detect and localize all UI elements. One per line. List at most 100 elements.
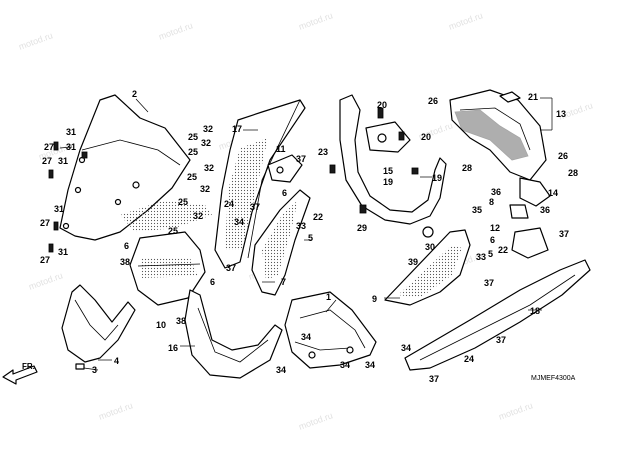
callout-number: 37 (296, 154, 306, 164)
callout-number: 7 (281, 277, 286, 287)
callout-number: 30 (425, 242, 435, 252)
front-direction-arrow: FR. (2, 362, 38, 385)
callout-number: 32 (193, 211, 203, 221)
callout-number: 25 (188, 147, 198, 157)
watermark-text: motod.ru (17, 30, 54, 52)
watermark-text: motod.ru (497, 400, 534, 422)
callout-number: 19 (383, 177, 393, 187)
callout-number: 9 (372, 294, 377, 304)
callout-number: 6 (124, 241, 129, 251)
leader-lines (59, 97, 553, 371)
inner-cowl-part (449, 89, 551, 259)
callout-number: 27 (42, 156, 52, 166)
callout-number: 11 (276, 144, 286, 154)
callout-number: 34 (234, 217, 244, 227)
callout-number: 5 (488, 249, 493, 259)
callout-number: 36 (491, 187, 501, 197)
callout-number: 34 (301, 332, 311, 342)
callout-number: 27 (40, 218, 50, 228)
lower-center-cowl-part (184, 289, 283, 379)
callout-number: 31 (54, 204, 64, 214)
callout-number: 23 (318, 147, 328, 157)
callout-number: 25 (187, 172, 197, 182)
callout-number: 34 (401, 343, 411, 353)
callout-number: 37 (226, 263, 236, 273)
callout-number: 32 (203, 124, 213, 134)
callout-number: 5 (308, 233, 313, 243)
callout-numbers: 2 31 27 31 27 31 31 27 31 27 17 11 37 32… (40, 89, 578, 384)
callout-number: 25 (168, 226, 178, 236)
callout-number: 6 (490, 235, 495, 245)
callout-number: 24 (464, 354, 474, 364)
callout-number: 17 (232, 124, 242, 134)
lower-side-cowl-part (384, 229, 471, 306)
callout-number: 31 (66, 127, 76, 137)
callout-number: 33 (296, 221, 306, 231)
callout-number: 14 (548, 188, 558, 198)
watermark-text: motod.ru (297, 10, 334, 32)
callout-number: 34 (276, 365, 286, 375)
callout-number: 12 (490, 223, 500, 233)
callout-number: 35 (472, 205, 482, 215)
callout-number: 29 (357, 223, 367, 233)
callout-number: 22 (498, 245, 508, 255)
callout-number: 38 (120, 257, 130, 267)
callout-number: 27 (40, 255, 50, 265)
callout-number: 37 (429, 374, 439, 384)
callout-number: 28 (462, 163, 472, 173)
diagram-code-label: MJMEF4300A (531, 375, 576, 382)
callout-number: 39 (408, 257, 418, 267)
lower-left-cowl-part (61, 284, 136, 370)
callout-number: 31 (58, 156, 68, 166)
callout-number: 24 (224, 199, 234, 209)
callout-number: 32 (200, 184, 210, 194)
callout-number: 25 (188, 132, 198, 142)
callout-number: 2 (132, 89, 137, 99)
callout-number: 37 (484, 278, 494, 288)
callout-number: 33 (476, 252, 486, 262)
callout-number: 20 (421, 132, 431, 142)
side-cover-long-part (404, 259, 591, 371)
watermark-text: motod.ru (97, 400, 134, 422)
watermark-text: motod.ru (157, 20, 194, 42)
callout-number: 32 (204, 163, 214, 173)
watermark-text: motod.ru (447, 10, 484, 32)
callout-number: 38 (176, 316, 186, 326)
callout-number: 19 (432, 173, 442, 183)
callout-number: 37 (496, 335, 506, 345)
meter-panel-part (129, 231, 206, 306)
callout-number: 10 (156, 320, 166, 330)
callout-number: 32 (201, 138, 211, 148)
front-direction-label: FR. (22, 362, 35, 371)
side-panel-part (251, 189, 311, 296)
callout-number: 34 (340, 360, 350, 370)
callout-number: 31 (66, 142, 76, 152)
callout-number: 1 (326, 292, 331, 302)
watermark-text: motod.ru (27, 270, 64, 292)
under-cowl-part (284, 291, 377, 369)
callout-number: 13 (556, 109, 566, 119)
callout-number: 27 (44, 142, 54, 152)
callout-number: 3 (92, 365, 97, 375)
callout-number: 21 (528, 92, 538, 102)
callout-number: 28 (568, 168, 578, 178)
callout-number: 36 (540, 205, 550, 215)
callout-number: 26 (428, 96, 438, 106)
callout-number: 15 (383, 166, 393, 176)
callout-number: 22 (313, 212, 323, 222)
cowl-stay-frame-part (329, 94, 447, 238)
center-cowl-part (214, 99, 306, 269)
callout-number: 31 (58, 247, 68, 257)
callout-number: 6 (282, 188, 287, 198)
callout-number: 37 (250, 202, 260, 212)
screen-fasteners (48, 141, 88, 253)
callout-number: 26 (558, 151, 568, 161)
callout-number: 25 (178, 197, 188, 207)
upper-side-cowl-part (267, 154, 303, 183)
callout-number: 37 (559, 229, 569, 239)
callout-number: 4 (114, 356, 119, 366)
windscreen-part (59, 94, 212, 241)
callout-number: 16 (168, 343, 178, 353)
